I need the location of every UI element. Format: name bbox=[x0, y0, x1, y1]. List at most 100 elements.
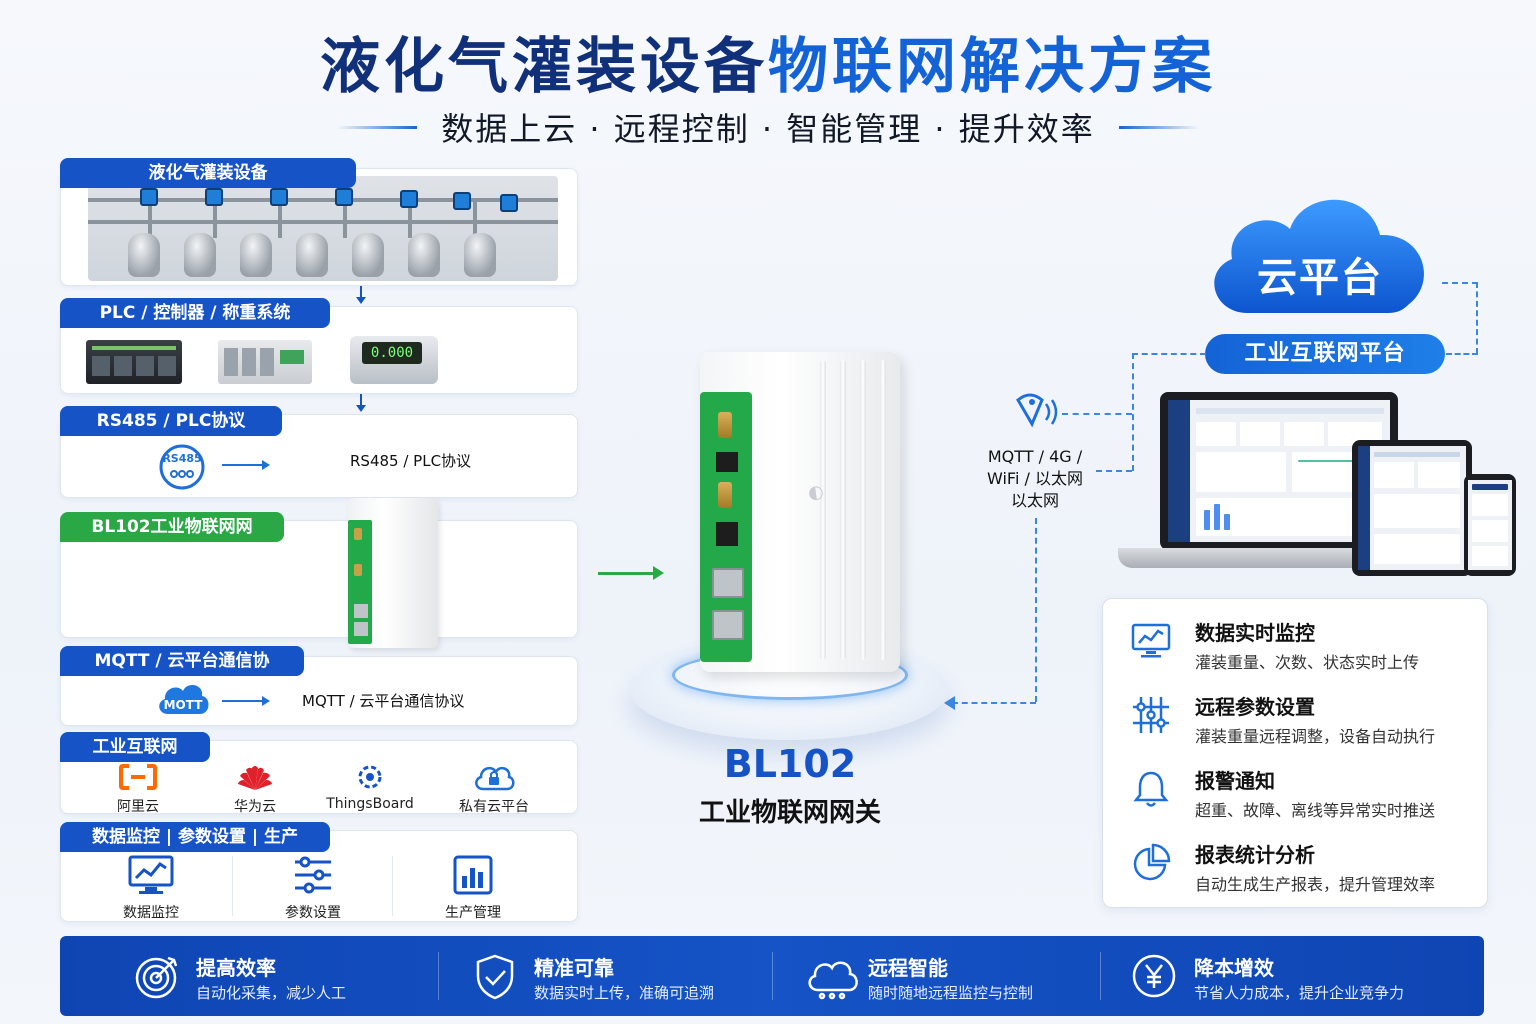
features-panel: 数据实时监控 灌装重量、次数、状态实时上传 远程参数设置 灌装重量远程调整，设备… bbox=[1102, 598, 1488, 908]
connector-dash bbox=[1096, 470, 1132, 472]
thingsboard-icon bbox=[310, 760, 430, 794]
mqtt-tag: MQTT / 云平台通信协议 bbox=[60, 646, 304, 701]
feature-item: 数据实时监控 灌装重量、次数、状态实时上传 bbox=[1131, 617, 1471, 677]
feature-item: 远程参数设置 灌装重量远程调整，设备自动执行 bbox=[1131, 691, 1471, 751]
equipment-tag: 液化气灌装设备 bbox=[60, 158, 356, 188]
cloud-label: 云平台 bbox=[1257, 255, 1383, 301]
platform-label: 阿里云 bbox=[117, 799, 159, 815]
filling-equipment-photo bbox=[88, 176, 558, 281]
connector-dash bbox=[1062, 413, 1132, 415]
benefit-title: 提高效率 bbox=[196, 956, 276, 980]
gateway-device-image: ◐ bbox=[700, 352, 900, 682]
protocol-line: MQTT / 4G / bbox=[987, 447, 1083, 466]
platforms-tag: 工业互联网平台 bbox=[60, 732, 210, 787]
connector-dash bbox=[1132, 353, 1206, 355]
platform-label: 华为云 bbox=[234, 799, 276, 815]
benefit-divider bbox=[772, 952, 773, 1000]
connector-dash bbox=[1446, 353, 1478, 355]
func-divider bbox=[232, 856, 233, 916]
benefit-title: 降本增效 bbox=[1194, 956, 1274, 980]
title-part2: 物联网解决方案 bbox=[768, 32, 1216, 102]
connector-dash bbox=[1132, 353, 1134, 471]
function-label: 参数设置 bbox=[285, 905, 341, 921]
settings-sliders-icon bbox=[1131, 695, 1171, 735]
flow-arrow-down-1 bbox=[356, 286, 366, 304]
mqtt-label: MQTT / 云平台通信协议 bbox=[302, 692, 465, 710]
aliyun-icon bbox=[78, 760, 198, 794]
sliders-icon bbox=[238, 852, 388, 898]
bell-icon bbox=[1131, 769, 1171, 809]
protocol-label: MQTT / 4G / WiFi / 以太网 以太网 bbox=[972, 446, 1098, 512]
platform-huawei[interactable]: 华为云 bbox=[195, 760, 315, 816]
huawei-icon bbox=[195, 760, 315, 794]
gateway-logo-mark: ◐ bbox=[806, 481, 826, 504]
gateway-flow-arrow bbox=[598, 566, 664, 580]
phone-screen bbox=[1464, 474, 1516, 576]
platform-thingsboard[interactable]: ThingsBoard bbox=[310, 760, 430, 812]
benefit-desc: 随时随地远程监控与控制 bbox=[868, 984, 1034, 1002]
plc-module-image bbox=[86, 340, 182, 384]
monitor-chart-icon bbox=[76, 852, 226, 898]
feature-desc: 灌装重量远程调整，设备自动执行 bbox=[1195, 727, 1436, 746]
mqtt-arrow bbox=[222, 696, 270, 706]
feature-desc: 超重、故障、离线等异常实时推送 bbox=[1195, 801, 1436, 820]
function-label: 数据监控 bbox=[123, 905, 179, 921]
feature-title: 报警通知 bbox=[1195, 769, 1275, 793]
platform-private-cloud[interactable]: 私有云平台 bbox=[434, 760, 554, 816]
benefit-divider bbox=[438, 952, 439, 1000]
function-production[interactable]: 生产管理 bbox=[398, 852, 548, 922]
function-param-setting[interactable]: 参数设置 bbox=[238, 852, 388, 922]
cloud-platform-icon bbox=[1198, 183, 1442, 317]
benefit-desc: 节省人力成本，提升企业竞争力 bbox=[1194, 984, 1405, 1002]
subtitle-line-left bbox=[337, 125, 418, 129]
page-title: 液化气灌装设备物联网解决方案 bbox=[0, 18, 1536, 105]
industrial-platform-pill: 工业互联网平台 bbox=[1205, 334, 1445, 374]
platform-label: 私有云平台 bbox=[459, 799, 529, 815]
function-data-monitor[interactable]: 数据监控 bbox=[76, 852, 226, 922]
benefit-desc: 数据实时上传，准确可追溯 bbox=[534, 984, 715, 1002]
feature-desc: 自动生成生产报表，提升管理效率 bbox=[1195, 875, 1436, 894]
feature-title: 数据实时监控 bbox=[1195, 621, 1315, 645]
connector-dash bbox=[1476, 282, 1478, 354]
title-part1: 液化气灌装设备 bbox=[320, 32, 768, 102]
mqtt-icon-text: MOTT bbox=[163, 698, 203, 712]
private-cloud-icon bbox=[434, 760, 554, 794]
flow-arrow-down-2 bbox=[356, 394, 366, 412]
platform-aliyun[interactable]: 阿里云 bbox=[78, 760, 198, 816]
gateway-tag: BL102工业物联网网关 bbox=[60, 512, 284, 567]
platform-label: ThingsBoard bbox=[326, 796, 414, 812]
protocol-line: WiFi / 以太网 bbox=[987, 469, 1083, 488]
rs485-tag: RS485 / PLC协议 bbox=[60, 406, 282, 436]
rs485-arrow bbox=[222, 460, 270, 470]
weighing-scale-image: 0.000 bbox=[350, 336, 438, 384]
func-divider bbox=[392, 856, 393, 916]
subtitle: 数据上云 · 远程控制 · 智能管理 · 提升效率 bbox=[441, 110, 1095, 148]
connector-dash bbox=[1035, 518, 1037, 702]
scale-display: 0.000 bbox=[362, 342, 422, 364]
protocol-line: 以太网 bbox=[1010, 491, 1059, 510]
target-icon bbox=[132, 952, 182, 1002]
gateway-model: BL102 bbox=[723, 742, 857, 786]
subtitle-row: 数据上云 · 远程控制 · 智能管理 · 提升效率 bbox=[0, 104, 1536, 150]
rs485-label: RS485 / PLC协议 bbox=[350, 452, 472, 470]
monitor-chart-icon bbox=[1131, 621, 1171, 661]
pie-chart-icon bbox=[1131, 843, 1171, 883]
cloud-icon bbox=[804, 952, 858, 1002]
connector-arrowhead bbox=[944, 696, 955, 710]
benefit-title: 远程智能 bbox=[868, 956, 948, 980]
connector-dash bbox=[952, 702, 1036, 704]
shield-check-icon bbox=[470, 952, 520, 1002]
feature-item: 报警通知 超重、故障、离线等异常实时推送 bbox=[1131, 765, 1471, 825]
rs485-icon: RS485 bbox=[156, 444, 208, 490]
gateway-model-subtitle: 工业物联网网关 bbox=[698, 798, 881, 828]
yen-coin-icon bbox=[1130, 952, 1180, 1002]
benefit-divider bbox=[1100, 952, 1101, 1000]
gateway-thumbnail bbox=[348, 498, 438, 656]
wireless-signal-icon bbox=[1008, 384, 1062, 440]
controller-image bbox=[218, 340, 312, 384]
plc-tag: PLC / 控制器 / 称重系统 bbox=[60, 298, 330, 328]
feature-title: 远程参数设置 bbox=[1195, 695, 1315, 719]
feature-item: 报表统计分析 自动生成生产报表，提升管理效率 bbox=[1131, 839, 1471, 899]
mqtt-cloud-icon: MOTT bbox=[154, 676, 212, 718]
connector-dash bbox=[1442, 282, 1478, 284]
